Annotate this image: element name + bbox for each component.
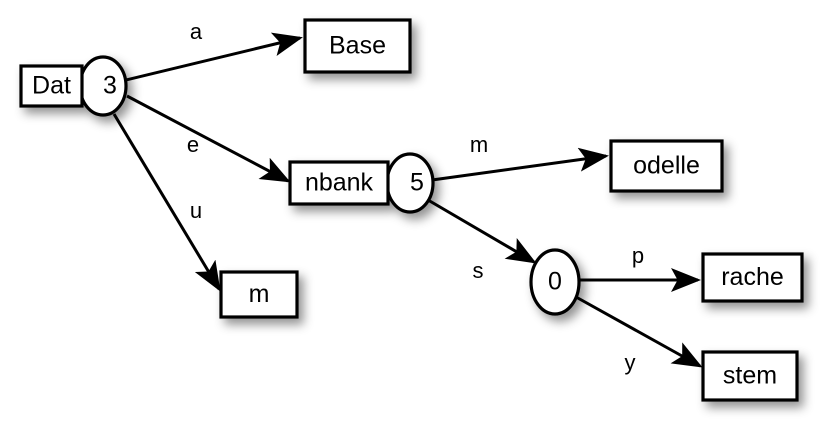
edge-s[interactable] [427,198,537,264]
edge-line [126,94,291,183]
node-box [701,350,799,402]
edge-m[interactable] [431,147,609,182]
node-box-label: Dat [32,72,71,100]
node-box-label: stem [723,362,777,390]
node-box [701,252,804,303]
node-state-ellipse [529,248,581,316]
edge-u[interactable] [112,113,221,292]
node-box-label: m [249,280,270,308]
edge-line [112,113,221,292]
node-box [19,64,84,108]
edge-labels-layer: a e u m s p y [187,19,644,375]
edge-e[interactable] [126,94,291,183]
node-box-label: rache [721,263,784,291]
edge-label: y [625,350,636,375]
edge-label: s [473,258,484,283]
node-Base[interactable]: Base [303,18,412,74]
edge-label: e [187,132,199,157]
node-state-label: 3 [103,72,117,100]
edges-layer [112,32,703,368]
node-box [609,139,724,193]
node-nbank[interactable]: nbank 5 [288,152,435,214]
edge-y[interactable] [575,295,703,368]
node-0[interactable]: 0 [529,248,581,316]
node-box-label: nbank [305,169,374,197]
edge-a[interactable] [125,32,303,82]
node-box-label: Base [329,32,386,60]
edge-line [575,295,703,368]
nodes-layer: Dat 3 Base nbank 5 m odelle 0 rache stem [19,18,804,402]
node-state-label: 5 [410,169,424,197]
node-odelle[interactable]: odelle [609,139,724,193]
node-box [219,270,299,319]
node-Dat[interactable]: Dat 3 [19,55,128,117]
node-state-label: 0 [548,268,562,296]
node-m[interactable]: m [219,270,299,319]
edge-label: u [190,198,202,223]
edge-label: a [190,19,203,44]
edge-label: p [632,243,644,268]
edge-line [427,198,537,264]
edge-line [125,32,303,82]
node-box-label: odelle [633,152,700,180]
edge-line [431,147,609,182]
node-rache[interactable]: rache [701,252,804,303]
node-box [288,160,390,206]
edge-label: m [470,132,488,157]
node-stem[interactable]: stem [701,350,799,402]
node-box [303,18,412,74]
